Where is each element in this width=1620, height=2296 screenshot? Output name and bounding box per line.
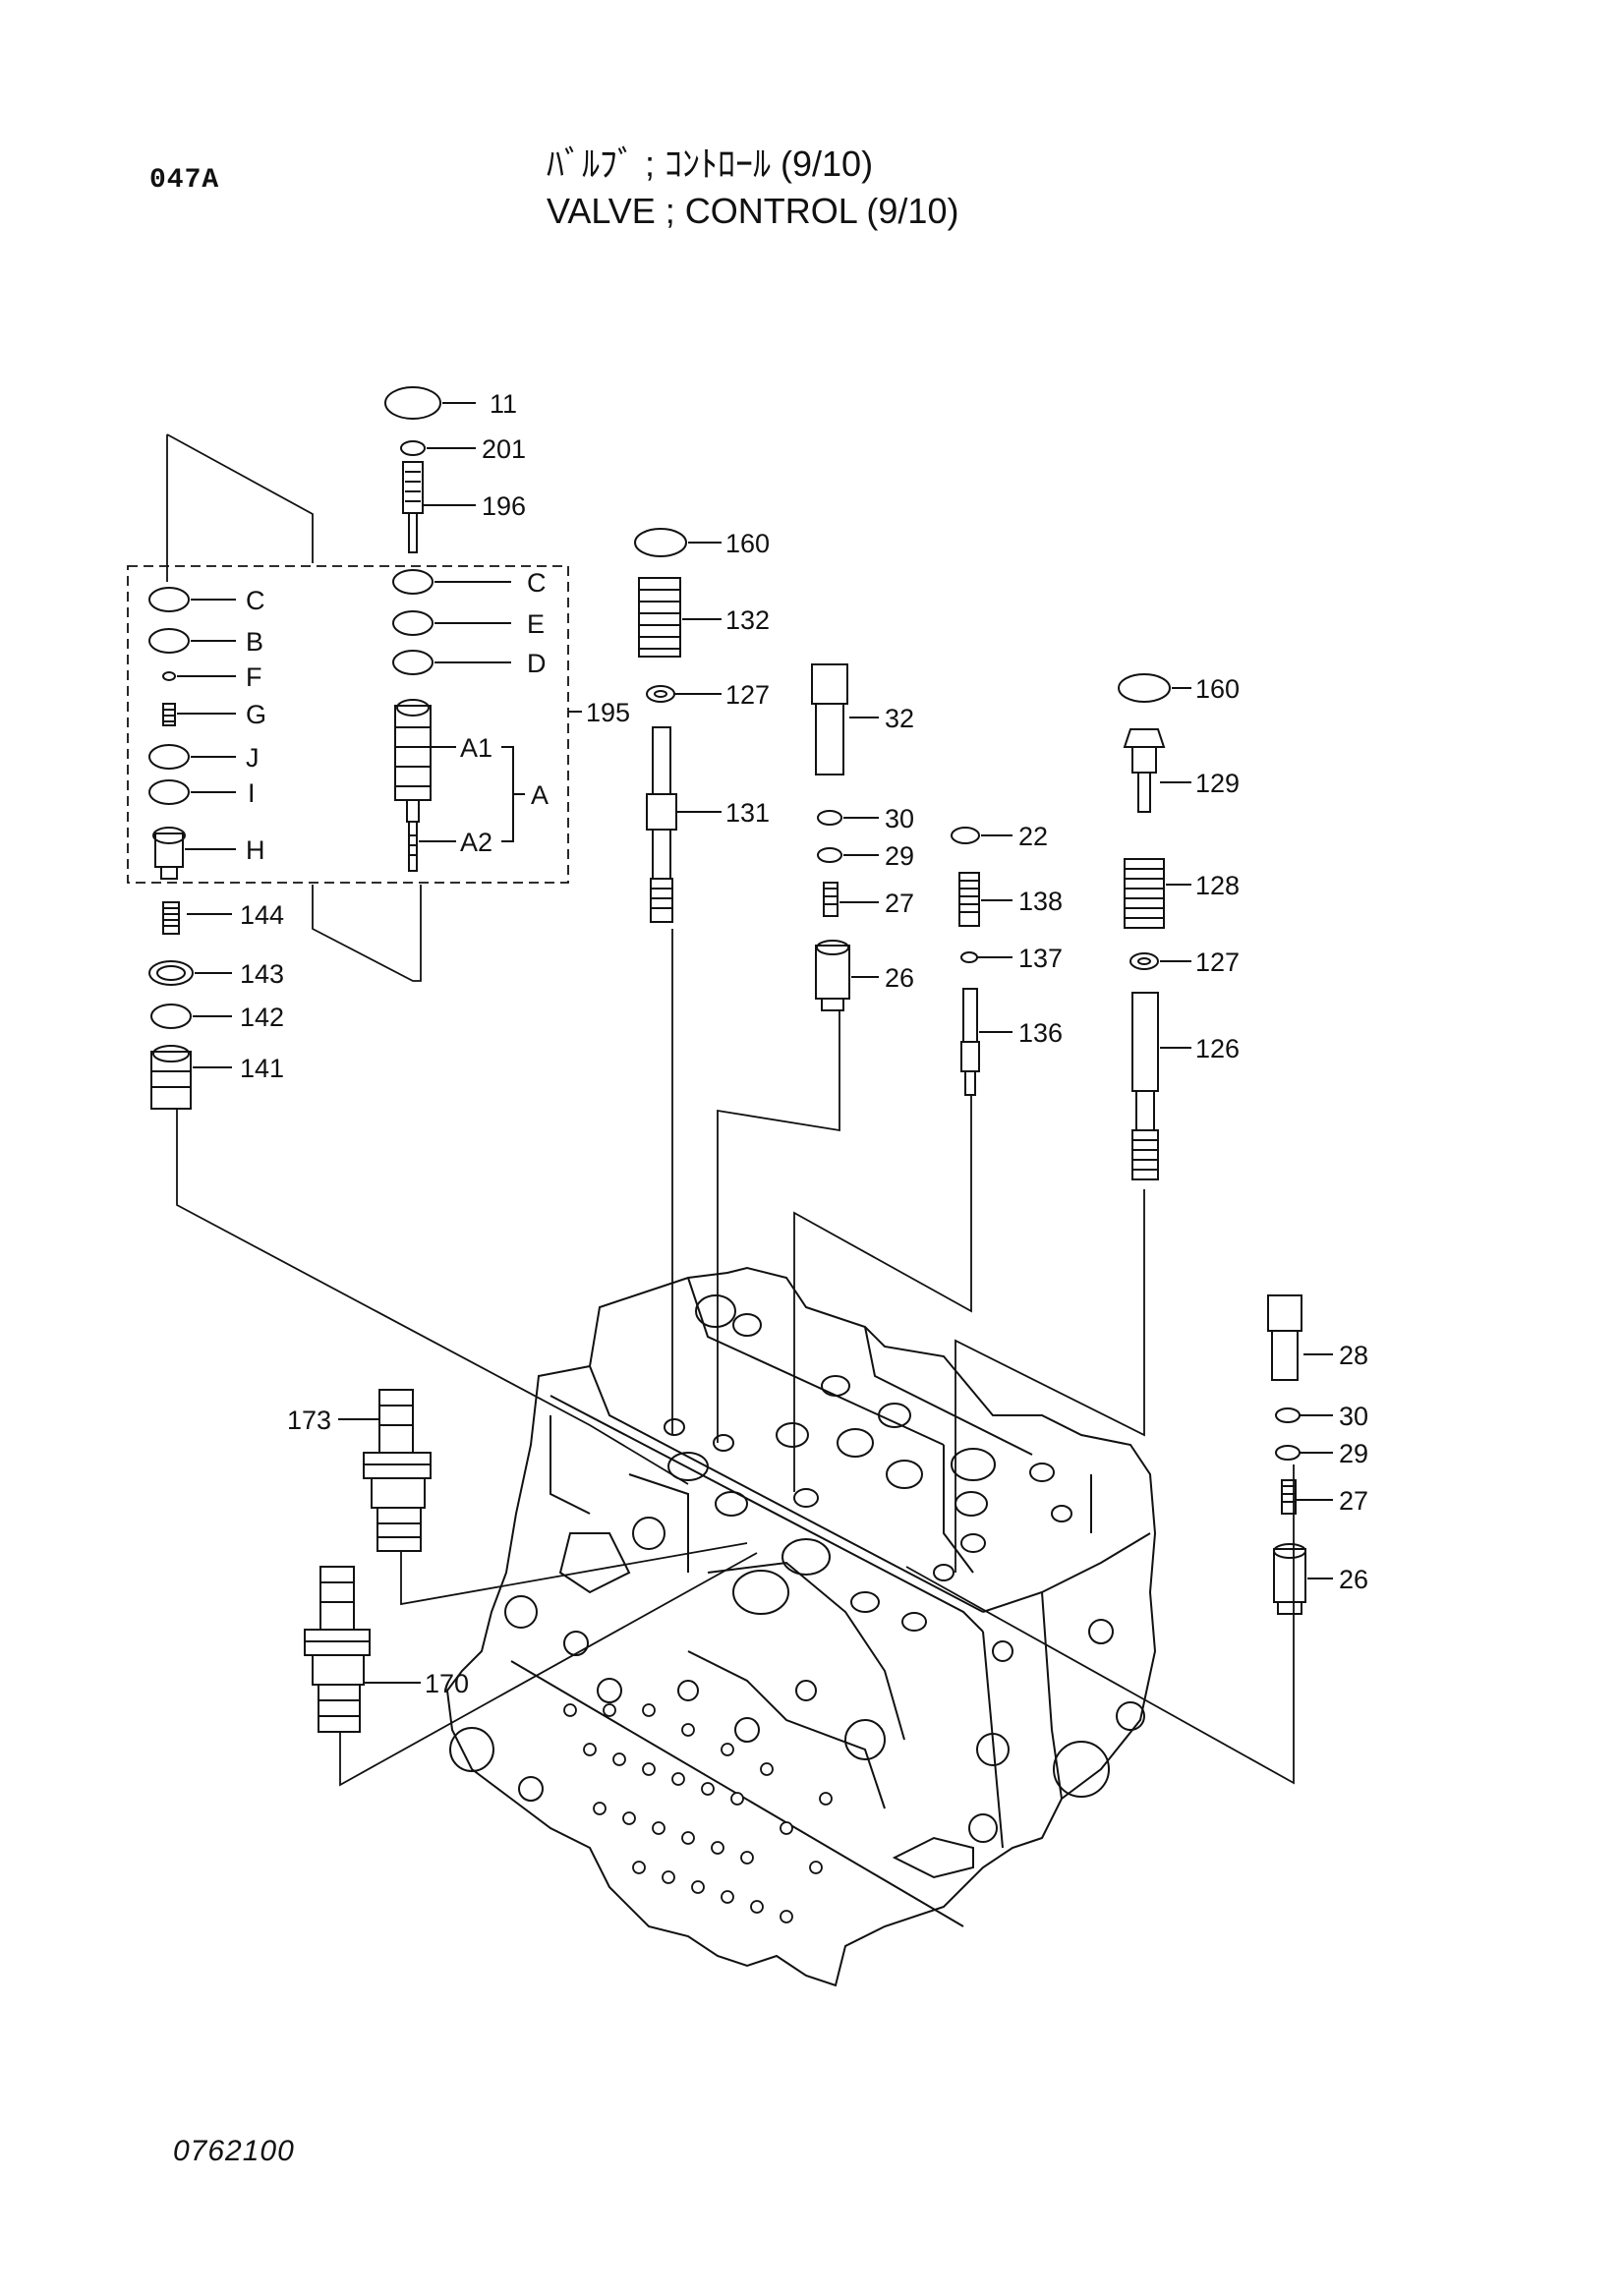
relief-plug-32-26: [811, 663, 850, 1011]
control-valve-body: [445, 1266, 1157, 1987]
callout-136: 136: [1018, 1018, 1063, 1048]
spool-131-assembly: [634, 528, 687, 923]
leader-lines: [127, 433, 1295, 1787]
valve-173: [338, 1389, 432, 1552]
parts-144-141: [148, 901, 194, 1110]
callout-kit-I: I: [248, 778, 256, 808]
part-11-o-ring: [384, 386, 441, 420]
drawing-number: 0762100: [173, 2135, 295, 2167]
callout-160-b: 160: [1195, 674, 1240, 704]
callout-127-a: 127: [725, 680, 770, 710]
valve-170: [304, 1566, 421, 1733]
callout-160-a: 160: [725, 529, 770, 558]
callout-138: 138: [1018, 887, 1063, 916]
callout-28: 28: [1339, 1341, 1368, 1370]
callout-kit-D: D: [527, 649, 547, 678]
callout-142: 142: [240, 1003, 284, 1032]
callout-132: 132: [725, 605, 770, 635]
callout-129: 129: [1195, 769, 1240, 798]
callout-131: 131: [725, 798, 770, 828]
page-code: 047A: [149, 165, 220, 196]
part-201-ring: [400, 440, 426, 456]
callout-kit-G: G: [246, 700, 266, 729]
callout-141: 141: [240, 1054, 284, 1083]
callout-kit-J: J: [246, 743, 260, 773]
callout-27-b: 27: [1339, 1486, 1368, 1516]
title-english: VALVE ; CONTROL (9/10): [547, 191, 959, 231]
callout-137: 137: [1018, 944, 1063, 973]
callout-144: 144: [240, 900, 284, 930]
spool-126-assembly: [1118, 673, 1171, 1180]
callout-22: 22: [1018, 822, 1048, 851]
callout-195: 195: [586, 698, 630, 727]
callout-170: 170: [425, 1669, 469, 1698]
callout-kit-A2: A2: [460, 828, 492, 857]
callout-11: 11: [490, 389, 517, 419]
body-face-dots: [563, 1703, 833, 1923]
kit-195-right-parts: [392, 569, 434, 872]
callout-27-a: 27: [885, 889, 914, 918]
callout-29-a: 29: [885, 841, 914, 871]
callout-26-b: 26: [1339, 1565, 1368, 1594]
callout-kit-A1: A1: [460, 733, 492, 763]
callout-32: 32: [885, 704, 914, 733]
callout-26-a: 26: [885, 963, 914, 993]
title-japanese: ﾊﾞﾙﾌﾞ ; ｺﾝﾄﾛｰﾙ (9/10): [547, 144, 874, 184]
callout-29-b: 29: [1339, 1439, 1368, 1468]
callout-30-a: 30: [885, 804, 914, 833]
callout-127-b: 127: [1195, 947, 1240, 977]
relief-plug-28-26: [1267, 1294, 1306, 1615]
callout-128: 128: [1195, 871, 1240, 900]
callout-kit-C-right: C: [527, 568, 547, 598]
callout-kit-B: B: [246, 627, 263, 657]
stem-136-assembly: [951, 827, 980, 1096]
part-196-plunger: [402, 461, 424, 553]
callout-kit-E: E: [527, 609, 545, 639]
callout-kit-A: A: [531, 780, 549, 810]
kit-195-left-parts: [148, 587, 190, 880]
callout-kit-H: H: [246, 835, 265, 865]
callout-196: 196: [482, 491, 526, 521]
callout-labels: 11 201 196 C B F G J I H C E D A1 A2 A 1…: [240, 389, 1368, 1698]
callout-30-b: 30: [1339, 1402, 1368, 1431]
callout-kit-F: F: [246, 662, 262, 692]
callout-kit-C-left: C: [246, 586, 265, 615]
callout-126: 126: [1195, 1034, 1240, 1063]
callout-143: 143: [240, 959, 284, 989]
callout-173: 173: [287, 1406, 331, 1435]
callout-201: 201: [482, 434, 526, 464]
